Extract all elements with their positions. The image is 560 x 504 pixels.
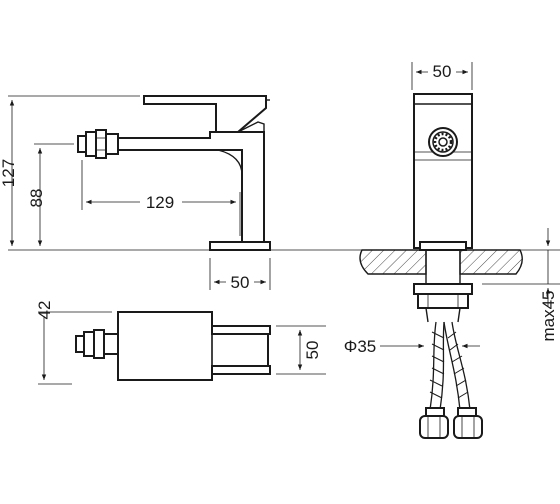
dim-plan-depth: 50 xyxy=(303,341,322,360)
flexible-hoses xyxy=(419,321,483,439)
deck-section xyxy=(359,249,427,275)
dim-max-deck: max45 xyxy=(539,290,558,341)
dim-spout-reach: 129 xyxy=(146,193,174,212)
dim-top-width: 50 xyxy=(433,62,452,81)
dim-plan-offset: 42 xyxy=(35,301,54,320)
plan-view: 42 50 xyxy=(35,301,326,385)
nozzle-front-icon xyxy=(428,127,458,157)
side-view: 127 88 129 50 xyxy=(0,95,560,292)
front-body xyxy=(413,93,473,249)
front-view: 50 xyxy=(344,62,560,439)
tap-body xyxy=(117,131,265,243)
dim-overall-height: 127 xyxy=(0,159,18,187)
dim-spout-height: 88 xyxy=(27,189,46,208)
dim-base-width: 50 xyxy=(231,273,250,292)
bidet-jet-nozzle xyxy=(77,129,119,159)
tap-base xyxy=(209,241,271,251)
plan-nozzle xyxy=(75,329,119,359)
dim-hole-diameter: Φ35 xyxy=(344,337,376,356)
